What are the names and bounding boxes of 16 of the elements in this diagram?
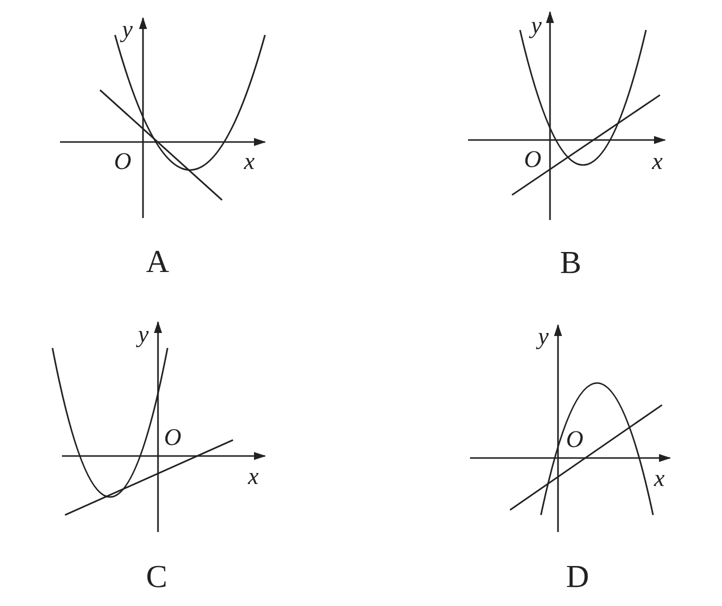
option-letter: D (566, 560, 590, 592)
origin-label: O (524, 148, 542, 172)
option-letter: B (560, 246, 582, 278)
option-letter: A (146, 245, 170, 277)
origin-label: O (114, 150, 132, 174)
y-axis-label: y (138, 323, 149, 347)
x-axis-label: x (652, 150, 663, 174)
y-axis-label: y (531, 14, 542, 38)
x-axis-label: x (654, 467, 665, 491)
x-axis-label: x (244, 150, 255, 174)
y-axis-label: y (538, 325, 549, 349)
x-axis-label: x (248, 465, 259, 489)
origin-label: O (164, 426, 182, 450)
y-axis-label: y (122, 18, 133, 42)
option-letter: C (146, 560, 168, 592)
origin-label: O (566, 428, 584, 452)
